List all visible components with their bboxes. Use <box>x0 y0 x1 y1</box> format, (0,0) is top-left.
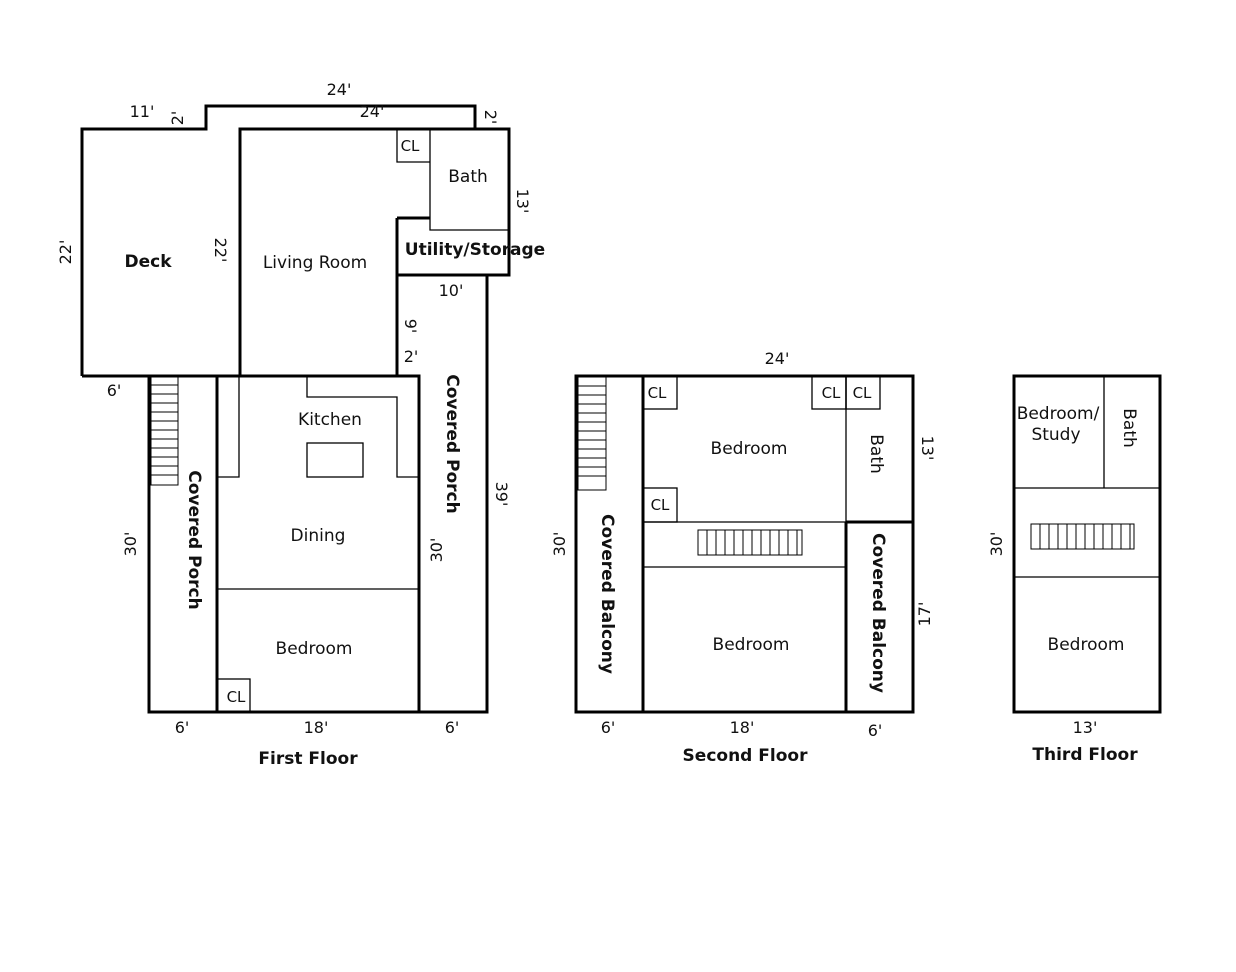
covered-porch-left-label: Covered Porch <box>184 470 204 609</box>
bedroom-label: Bedroom <box>1048 635 1125 655</box>
bedroom-label: Bedroom <box>713 635 790 655</box>
closet-label: CL <box>822 384 841 402</box>
dimension-label: 30' <box>987 532 1006 557</box>
covered-porch-right-label: Covered Porch <box>442 374 462 513</box>
dimension-label: 13' <box>918 436 937 461</box>
dimension-label: 18' <box>730 718 755 737</box>
third-floor-stairs <box>1030 523 1135 550</box>
bedroom-study-label: Study <box>1031 425 1080 445</box>
covered-balcony-left-label: Covered Balcony <box>597 514 617 674</box>
dimension-label: 22' <box>211 238 230 263</box>
dimension-label: 13' <box>513 189 532 214</box>
third-floor-outline <box>1012 374 1162 714</box>
dimension-label: 6' <box>868 721 883 740</box>
bedroom-study-label: Bedroom/ <box>1017 404 1100 424</box>
dimension-label: 6' <box>601 718 616 737</box>
dimension-label: 24' <box>765 349 790 368</box>
dimension-label: 24' <box>360 102 385 121</box>
second-floor-stairs-hall <box>697 529 803 556</box>
bath-label: Bath <box>866 434 886 474</box>
dimension-label: 30' <box>550 532 569 557</box>
left-porch-outline <box>147 374 219 714</box>
second-floor-outline <box>574 374 915 714</box>
bath-label: Bath <box>448 167 488 187</box>
covered-balcony-right-label: Covered Balcony <box>868 533 888 693</box>
dimension-label: 2' <box>481 110 500 125</box>
second-floor: CL CL CL CL Bedroom Bedroom Bath Covered… <box>550 349 937 766</box>
first-floor: Deck Living Room CL Bath Utility/Storage… <box>56 80 545 769</box>
dimension-label: 39' <box>492 482 511 507</box>
closet-label: CL <box>648 384 667 402</box>
third-floor-caption: Third Floor <box>1032 745 1138 765</box>
dimension-label: 30' <box>121 532 140 557</box>
dimension-label: 17' <box>915 602 934 627</box>
bath-label: Bath <box>1119 408 1139 448</box>
bedroom-label: Bedroom <box>711 439 788 459</box>
second-floor-stairs-balcony <box>577 375 607 491</box>
dimension-label: 22' <box>56 240 75 265</box>
first-floor-caption: First Floor <box>258 749 358 769</box>
dimension-label: 18' <box>304 718 329 737</box>
dimension-label: 2' <box>404 347 419 366</box>
utility-storage-label: Utility/Storage <box>405 240 545 260</box>
dimension-label: 2' <box>168 111 187 126</box>
dimension-label: 13' <box>1073 718 1098 737</box>
closet-label: CL <box>401 137 420 155</box>
deck-outline <box>80 104 477 376</box>
living-room-label: Living Room <box>263 253 367 273</box>
right-porch-outline <box>395 275 489 714</box>
closet-label: CL <box>227 688 246 706</box>
deck-label: Deck <box>124 252 172 272</box>
closet-label: CL <box>853 384 872 402</box>
bedroom-label: Bedroom <box>276 639 353 659</box>
first-floor-stairs <box>150 375 179 486</box>
dimension-label: 6' <box>175 718 190 737</box>
dining-label: Dining <box>291 526 346 546</box>
dimension-label: 10' <box>439 281 464 300</box>
dimension-label: 6' <box>445 718 460 737</box>
kitchen-island <box>306 442 364 478</box>
second-floor-caption: Second Floor <box>683 746 809 766</box>
dimension-label: 11' <box>130 102 155 121</box>
dimension-label: 24' <box>327 80 352 99</box>
kitchen-label: Kitchen <box>298 410 362 430</box>
third-floor: Bedroom/ Study Bath Bedroom 30' 13' Thir… <box>987 374 1162 765</box>
dimension-label: 6' <box>107 381 122 400</box>
dimension-label: 30' <box>427 538 446 563</box>
closet-label: CL <box>651 496 670 514</box>
dimension-label: 9' <box>401 319 420 334</box>
